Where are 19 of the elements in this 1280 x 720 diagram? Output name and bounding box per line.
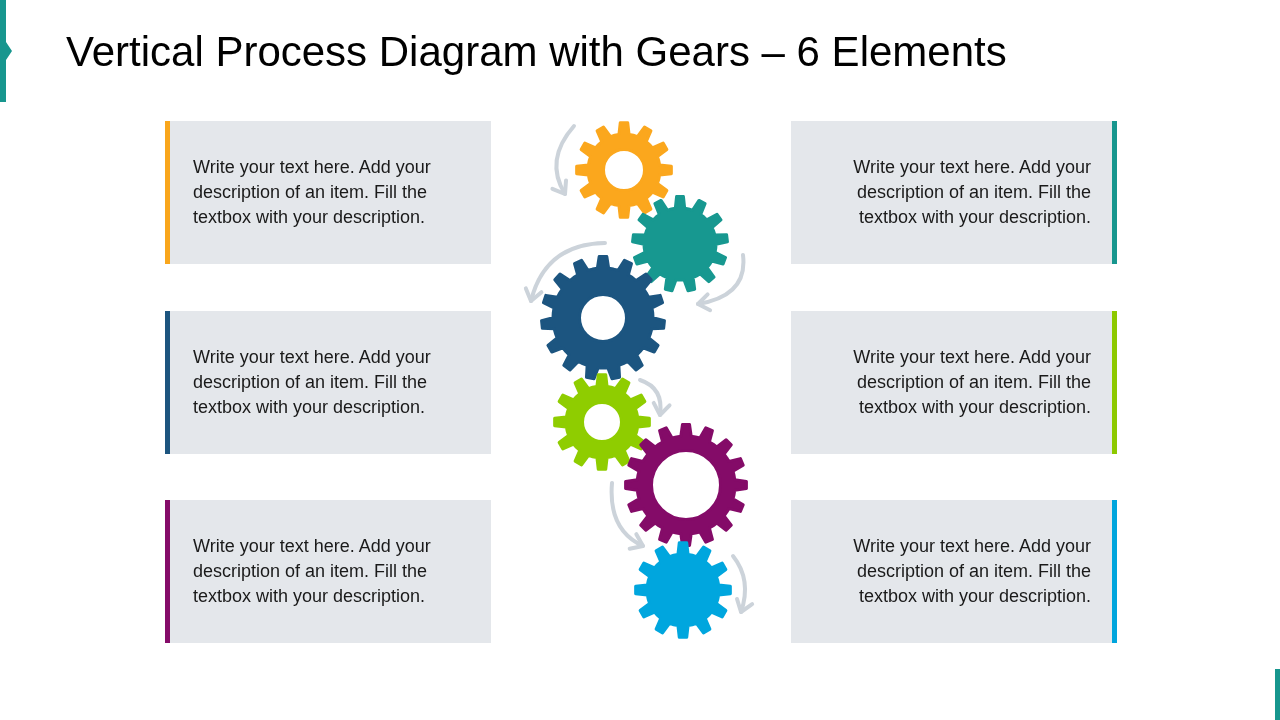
description-text: Write your text here. Add your description of an item. Fill the textbox with your description. bbox=[852, 156, 1091, 229]
description-text: Write your text here. Add your description of an item. Fill the textbox with your description. bbox=[193, 346, 432, 419]
gear-icon bbox=[539, 254, 667, 382]
description-text: Write your text here. Add your description of an item. Fill the textbox with your description. bbox=[193, 156, 432, 229]
gear-icon bbox=[574, 120, 674, 220]
gear-icon bbox=[633, 540, 733, 640]
title: Vertical Process Diagram with Gears – 6 Elements bbox=[66, 27, 1007, 77]
description-card bbox=[791, 311, 1117, 454]
description-card bbox=[165, 311, 491, 454]
description-text: Write your text here. Add your description of an item. Fill the textbox with your description. bbox=[852, 346, 1091, 419]
description-card bbox=[791, 500, 1117, 643]
description-text: Write your text here. Add your description of an item. Fill the textbox with your description. bbox=[852, 535, 1091, 608]
description-card bbox=[165, 121, 491, 264]
description-text: Write your text here. Add your description of an item. Fill the textbox with your description. bbox=[193, 535, 432, 608]
description-card bbox=[165, 500, 491, 643]
gear-icon bbox=[630, 194, 730, 294]
description-card bbox=[791, 121, 1117, 264]
gear-icon bbox=[623, 422, 749, 548]
gear-icon bbox=[552, 372, 652, 472]
